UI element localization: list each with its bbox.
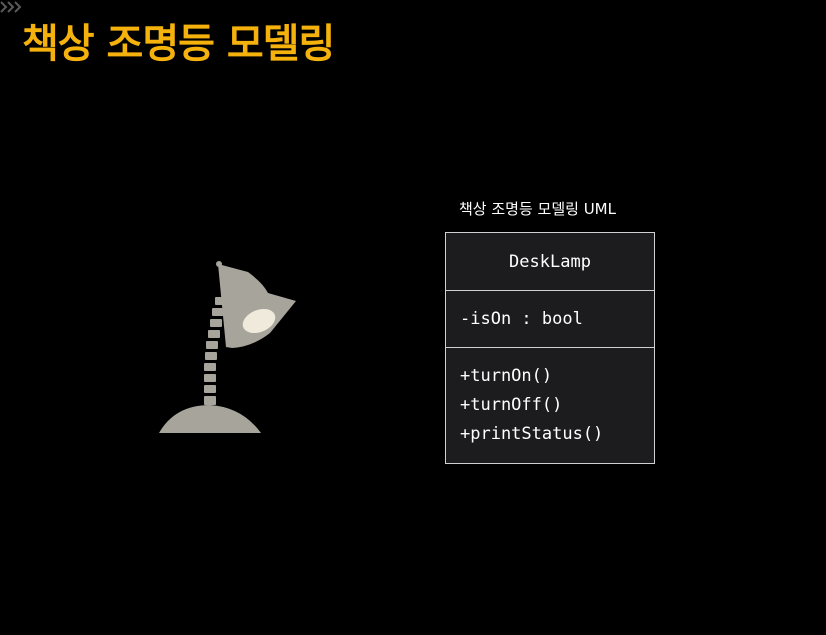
uml-attributes: -isOn : bool [446, 291, 654, 348]
uml-method: +turnOff() [460, 395, 563, 415]
uml-method: +turnOn() [460, 366, 553, 386]
slide-title: 책상 조명등 모델링 [22, 21, 335, 67]
lamp-base [159, 405, 261, 433]
desk-lamp-icon [159, 261, 296, 433]
uml-methods: +turnOn() +turnOff() +printStatus() [446, 348, 654, 463]
chevrons-icon [0, 1, 22, 13]
lamp-shade [218, 264, 296, 348]
uml-method: +printStatus() [460, 424, 604, 444]
uml-class-box: DeskLamp -isOn : bool +turnOn() +turnOff… [445, 232, 655, 464]
uml-caption: 책상 조명등 모델링 UML [459, 200, 616, 218]
uml-class-name: DeskLamp [446, 233, 654, 291]
uml-attribute: -isOn : bool [460, 309, 583, 329]
lamp-bulb [242, 308, 276, 334]
